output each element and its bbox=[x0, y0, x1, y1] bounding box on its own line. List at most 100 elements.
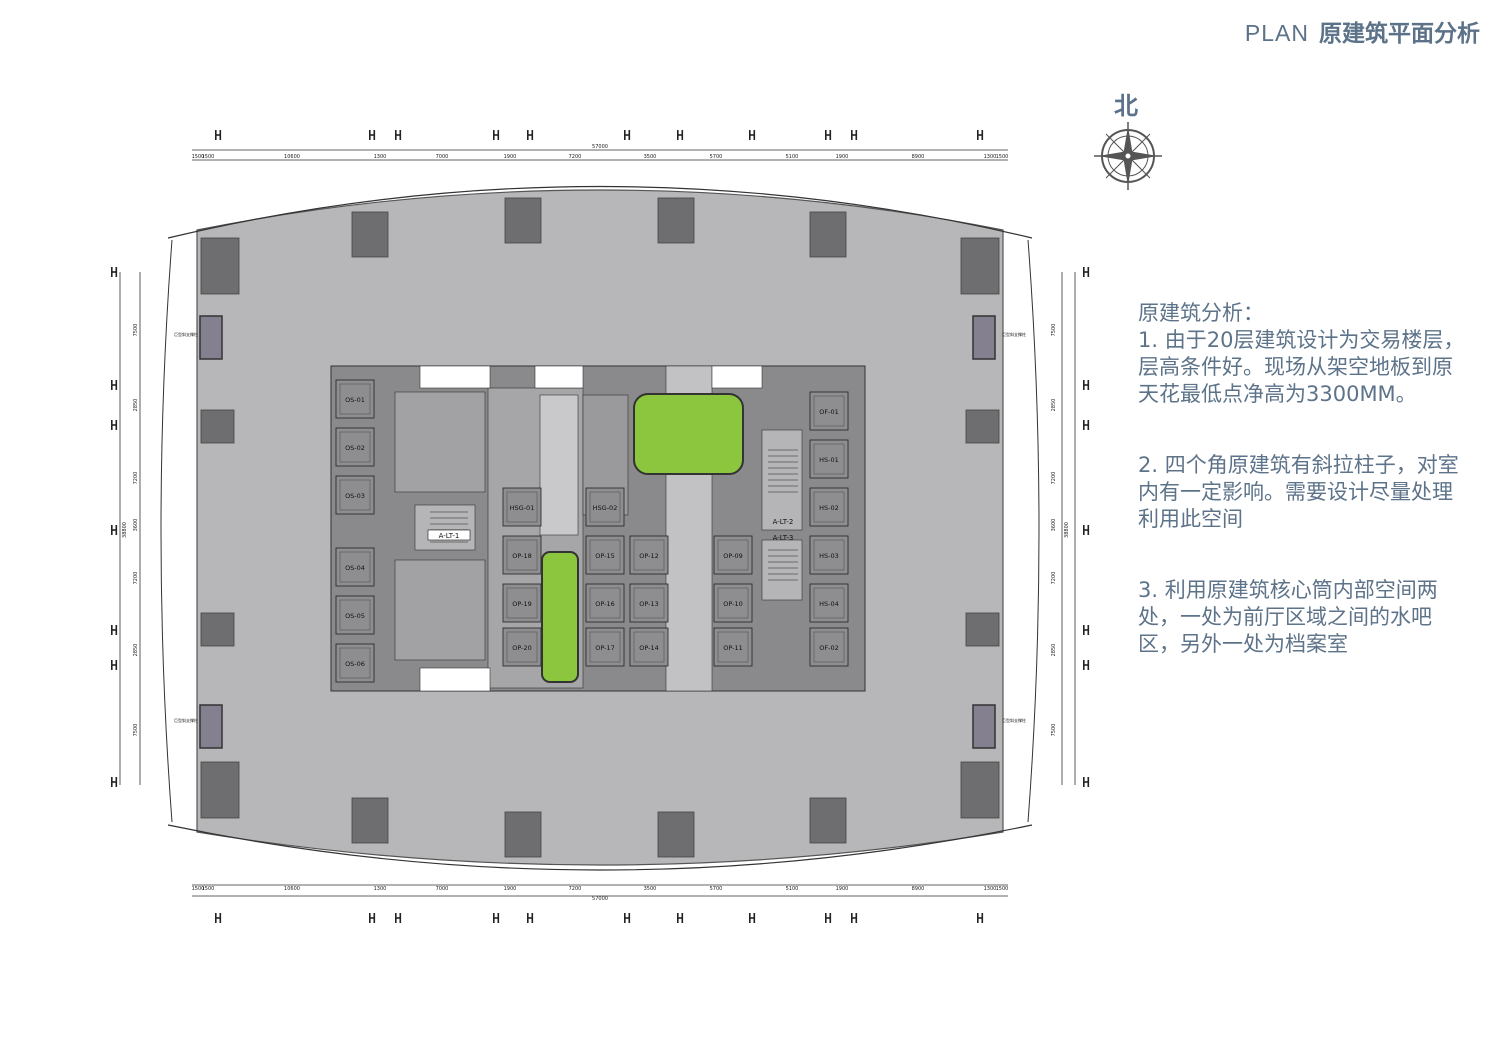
dimension-label: 7000 bbox=[436, 154, 449, 160]
axis-marker bbox=[111, 267, 118, 277]
shaft-cell bbox=[629, 627, 669, 667]
shaft-label: HS-01 bbox=[819, 456, 839, 464]
axis-marker bbox=[1083, 660, 1090, 670]
dimension-label: 1300 bbox=[984, 886, 997, 892]
core-notches bbox=[419, 365, 763, 692]
shaft-label: OS-06 bbox=[345, 660, 365, 668]
header-plan-label: PLAN bbox=[1244, 20, 1309, 46]
facade-side-right bbox=[1027, 239, 1040, 823]
shaft-cell bbox=[585, 583, 625, 623]
shaft-label: HS-03 bbox=[819, 552, 839, 560]
dimension-label: 7200 bbox=[1051, 472, 1057, 485]
axis-marker bbox=[395, 130, 402, 140]
axis-marker bbox=[527, 130, 534, 140]
stair-label: A-LT-3 bbox=[773, 534, 794, 542]
north-label: 北 bbox=[1114, 92, 1138, 120]
shaft-label: OP-18 bbox=[512, 552, 532, 560]
dimension-total-side: 38800 bbox=[1064, 522, 1070, 538]
axis-marker bbox=[111, 420, 118, 430]
notes-heading: 原建筑分析： bbox=[1138, 301, 1264, 325]
axis-marker bbox=[215, 913, 222, 923]
corner-note: 巨型斜支撑柱 bbox=[174, 717, 198, 723]
dimension-label: 5100 bbox=[786, 886, 799, 892]
shaft-label: OP-14 bbox=[639, 644, 659, 652]
dimension-label: 1900 bbox=[504, 886, 517, 892]
shaft-label: OP-20 bbox=[512, 644, 532, 652]
stair-label: A-LT-2 bbox=[773, 518, 794, 526]
dimension-label: 7200 bbox=[1051, 572, 1057, 585]
dimension-label: 1500 bbox=[202, 154, 215, 160]
archive-zone bbox=[541, 551, 579, 683]
axis-marker bbox=[749, 130, 756, 140]
shaft-label: OP-17 bbox=[595, 644, 615, 652]
shaft-cell bbox=[809, 391, 849, 431]
shaft-cell bbox=[502, 487, 542, 527]
shaft-label: OS-03 bbox=[345, 492, 365, 500]
facade-side-left bbox=[160, 239, 173, 823]
dimension-label: 1300 bbox=[374, 154, 387, 160]
axis-marker bbox=[825, 130, 832, 140]
shaft-cell bbox=[335, 547, 375, 587]
axis-marker bbox=[111, 625, 118, 635]
shaft-cell bbox=[585, 535, 625, 575]
shaft-cell bbox=[713, 627, 753, 667]
shaft-label: OP-19 bbox=[512, 600, 532, 608]
stair-label: A-LT-1 bbox=[439, 532, 460, 540]
stair-label-group: A-LT-1 A-LT-2 A-LT-3 bbox=[427, 518, 794, 542]
shaft-cell bbox=[335, 643, 375, 683]
dimension-label: 7500 bbox=[1051, 324, 1057, 337]
floor-plan: 1500150015001500106001060013001300700070… bbox=[111, 130, 1090, 923]
shaft-cell bbox=[502, 535, 542, 575]
axis-marker bbox=[527, 913, 534, 923]
axis-marker bbox=[215, 130, 222, 140]
shaft-cell bbox=[629, 583, 669, 623]
shaft-cell bbox=[502, 627, 542, 667]
page-title: 原建筑平面分析 bbox=[1319, 21, 1480, 47]
dimension-label: 1500 bbox=[192, 154, 205, 160]
shaft-cell bbox=[335, 427, 375, 467]
dimension-label: 1500 bbox=[996, 154, 1009, 160]
shaft-label: OS-05 bbox=[345, 612, 365, 620]
note-item-2: 2. 四个角原建筑有斜拉柱子，对室内有一定影响。需要设计尽量处理利用此空间 bbox=[1138, 453, 1459, 531]
dimension-label: 1900 bbox=[836, 154, 849, 160]
shaft-label: OP-13 bbox=[639, 600, 659, 608]
shaft-cell bbox=[502, 583, 542, 623]
diagonal-braces bbox=[199, 315, 996, 749]
axis-marker bbox=[1083, 420, 1090, 430]
axis-marker bbox=[111, 777, 118, 787]
axis-marker bbox=[1083, 380, 1090, 390]
axis-marker bbox=[1083, 625, 1090, 635]
corner-note: 巨型斜支撑柱 bbox=[174, 331, 198, 337]
dimension-label: 2850 bbox=[133, 399, 139, 412]
axis-marker bbox=[851, 913, 858, 923]
axis-marker bbox=[493, 130, 500, 140]
shaft-label: OP-10 bbox=[723, 600, 743, 608]
axis-markers bbox=[111, 130, 1090, 923]
axis-marker bbox=[624, 130, 631, 140]
shaft-cell bbox=[335, 595, 375, 635]
shaft-label: HS-04 bbox=[819, 600, 839, 608]
axis-marker bbox=[369, 130, 376, 140]
dimension-label: 1500 bbox=[996, 886, 1009, 892]
shaft-cell bbox=[335, 475, 375, 515]
dimension-label: 5100 bbox=[786, 154, 799, 160]
axis-marker bbox=[825, 913, 832, 923]
axis-marker bbox=[677, 130, 684, 140]
axis-marker bbox=[1083, 777, 1090, 787]
dimension-label: 1500 bbox=[192, 886, 205, 892]
note-item-3: 3. 利用原建筑核心筒内部空间两处，一处为前厅区域之间的水吧区，另外一处为档案室 bbox=[1138, 578, 1438, 656]
note-item-1: 1. 由于20层建筑设计为交易楼层，层高条件好。现场从架空地板到原天花最低点净高… bbox=[1138, 328, 1465, 406]
dimension-total-bottom: 57000 bbox=[592, 896, 608, 902]
shaft-cell bbox=[809, 535, 849, 575]
shaft-label: OS-04 bbox=[345, 564, 365, 572]
dimension-label: 5700 bbox=[710, 154, 723, 160]
dimension-label: 7500 bbox=[133, 324, 139, 337]
axis-marker bbox=[677, 913, 684, 923]
shaft-label: OP-15 bbox=[595, 552, 615, 560]
axis-marker bbox=[111, 525, 118, 535]
dimension-label: 1900 bbox=[836, 886, 849, 892]
dimension-label: 2850 bbox=[1051, 644, 1057, 657]
axis-marker bbox=[1083, 525, 1090, 535]
dimension-lines-top bbox=[119, 149, 1076, 897]
